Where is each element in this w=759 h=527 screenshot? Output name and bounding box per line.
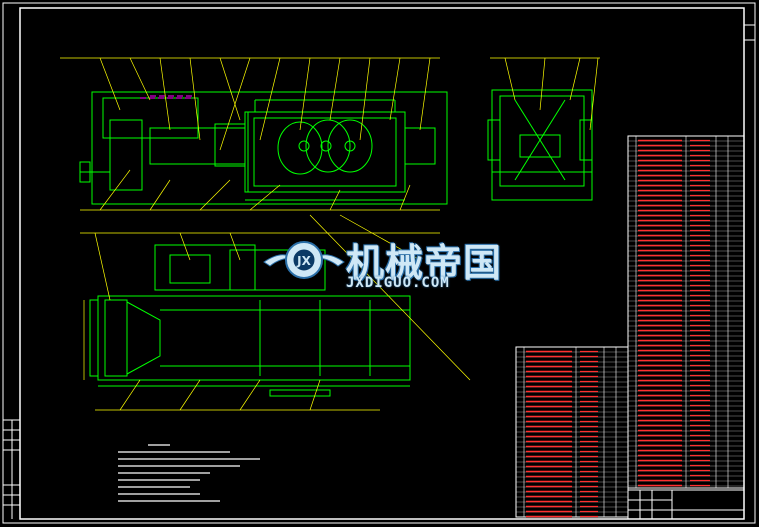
gear-wings-logo-icon: JX (263, 241, 345, 279)
parts-list-table-bottom (515, 346, 629, 518)
title-block (627, 489, 745, 520)
site-watermark: JX 机械帝国 JXDIGUO.COM (262, 228, 532, 298)
plan-view-leaders (80, 214, 471, 411)
right-margin-ticks (744, 24, 755, 41)
front-elevation-view (79, 91, 448, 205)
technical-notes (118, 444, 260, 502)
logo-monogram: JX (296, 254, 311, 268)
parts-list-table-right (627, 135, 745, 489)
left-margin-ticks (3, 419, 20, 519)
plan-view (89, 244, 411, 397)
side-view-leaders (490, 57, 600, 131)
front-view-leaders (60, 57, 440, 211)
watermark-title: 机械帝国 (346, 241, 503, 285)
watermark-url: JXDIGUO.COM (346, 275, 450, 291)
